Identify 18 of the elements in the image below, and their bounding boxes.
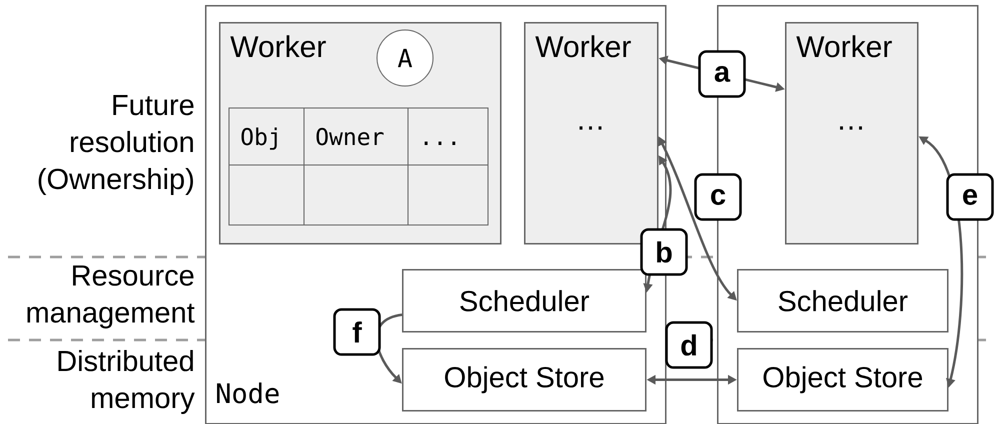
component-box: Object Store (737, 348, 948, 412)
edge-label: e (946, 173, 994, 221)
edge-label: c (694, 173, 742, 221)
edge-label: d (665, 321, 713, 369)
lane-label: Distributed memory (58, 350, 195, 414)
edge-label: f (333, 308, 381, 356)
table-cell-text: ... (424, 142, 456, 145)
lane-label: Future resolution (Ownership) (38, 95, 194, 195)
component-box: Scheduler (402, 269, 646, 332)
component-box: Object Store (402, 348, 646, 412)
edge-label: b (640, 228, 688, 276)
table-cell-text: Owner (316, 128, 384, 146)
component-box: Scheduler (737, 269, 948, 332)
worker-box: Worker … (785, 22, 918, 244)
lane-label: Resource management (27, 266, 195, 328)
table-cell-text: Obj (242, 128, 277, 150)
worker-box: Worker … (524, 22, 658, 244)
edge-label: a (698, 50, 746, 98)
